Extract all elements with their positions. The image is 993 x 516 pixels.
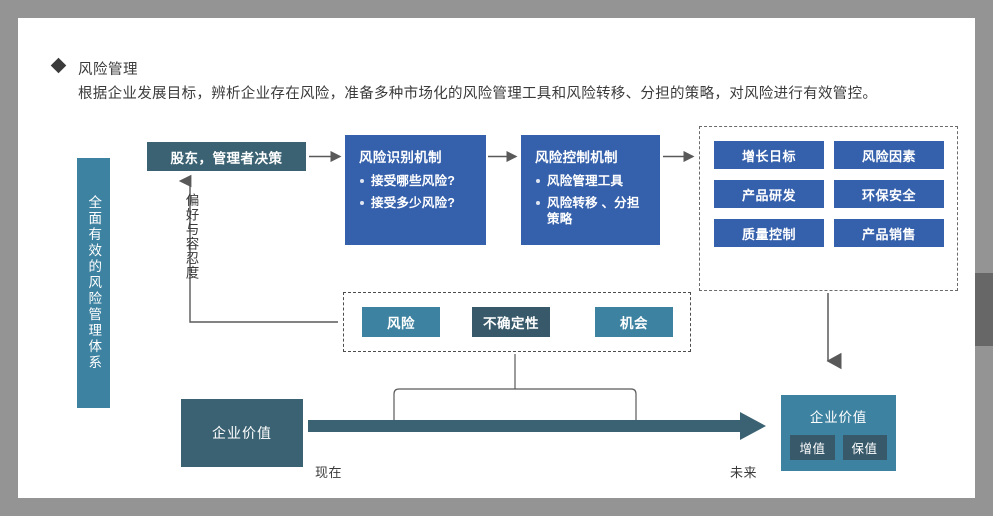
grid-item-risk-factor[interactable]: 风险因素 bbox=[834, 141, 944, 169]
list-item: 风险管理工具 bbox=[536, 173, 648, 190]
risk-control-title: 风险控制机制 bbox=[535, 150, 618, 165]
slide-canvas: 风险管理 根据企业发展目标，辨析企业存在风险，准备多种市场化的风险管理工具和风险… bbox=[18, 18, 975, 498]
axis-start-label: 现在 bbox=[315, 465, 343, 480]
objectives-dashed-group: 增长日标 风险因素 产品研发 环保安全 质量控制 产品销售 bbox=[699, 126, 958, 291]
scrollbar-thumb[interactable] bbox=[975, 273, 993, 346]
decision-box-label: 股东，管理者决策 bbox=[170, 150, 283, 166]
list-item: 接受哪些风险? bbox=[360, 173, 474, 190]
list-item: 接受多少风险? bbox=[360, 195, 474, 212]
sidebar-vertical-banner: 全面有效的风险管理体系 bbox=[77, 158, 110, 408]
risk-identify-list: 接受哪些风险? 接受多少风险? bbox=[357, 173, 474, 211]
diamond-bullet-icon bbox=[50, 57, 67, 74]
risk-control-list: 风险管理工具 风险转移 、分担策略 bbox=[533, 173, 648, 228]
grid-item-product-sales[interactable]: 产品销售 bbox=[834, 219, 944, 247]
value-sub-preservation[interactable]: 保值 bbox=[842, 435, 887, 460]
risk-identify-box[interactable]: 风险识别机制 接受哪些风险? 接受多少风险? bbox=[345, 135, 486, 245]
mid-item-uncertainty[interactable]: 不确定性 bbox=[472, 307, 550, 337]
decision-box[interactable]: 股东，管理者决策 bbox=[147, 142, 306, 171]
grid-item-quality-control[interactable]: 质量控制 bbox=[714, 219, 824, 247]
page-title: 风险管理 bbox=[78, 62, 138, 78]
grid-item-growth-target[interactable]: 增长日标 bbox=[714, 141, 824, 169]
axis-end-label: 未来 bbox=[730, 465, 758, 480]
preference-tolerance-label: 偏好与容忍度 bbox=[183, 193, 199, 280]
enterprise-value-now-box[interactable]: 企业价值 bbox=[181, 399, 303, 467]
enterprise-value-future-subs: 增值 保值 bbox=[781, 435, 896, 460]
mid-item-risk[interactable]: 风险 bbox=[362, 307, 440, 337]
mid-item-opportunity[interactable]: 机会 bbox=[595, 307, 673, 337]
enterprise-value-future-box[interactable]: 企业价值 增值 保值 bbox=[781, 395, 896, 471]
risk-identify-title: 风险识别机制 bbox=[359, 150, 442, 165]
sidebar-label: 全面有效的风险管理体系 bbox=[86, 195, 102, 371]
risk-control-box[interactable]: 风险控制机制 风险管理工具 风险转移 、分担策略 bbox=[521, 135, 660, 245]
scrollbar-track[interactable] bbox=[975, 18, 993, 498]
enterprise-value-now-label: 企业价值 bbox=[212, 425, 272, 441]
enterprise-value-future-label: 企业价值 bbox=[809, 410, 868, 425]
list-item: 风险转移 、分担策略 bbox=[536, 195, 648, 228]
grid-item-env-safety[interactable]: 环保安全 bbox=[834, 180, 944, 208]
value-sub-appreciation[interactable]: 增值 bbox=[790, 435, 835, 460]
risk-uncertainty-opportunity-group: 风险 不确定性 机会 bbox=[343, 292, 691, 352]
page-description: 根据企业发展目标，辨析企业存在风险，准备多种市场化的风险管理工具和风险转移、分担… bbox=[78, 86, 878, 102]
grid-item-product-rd[interactable]: 产品研发 bbox=[714, 180, 824, 208]
